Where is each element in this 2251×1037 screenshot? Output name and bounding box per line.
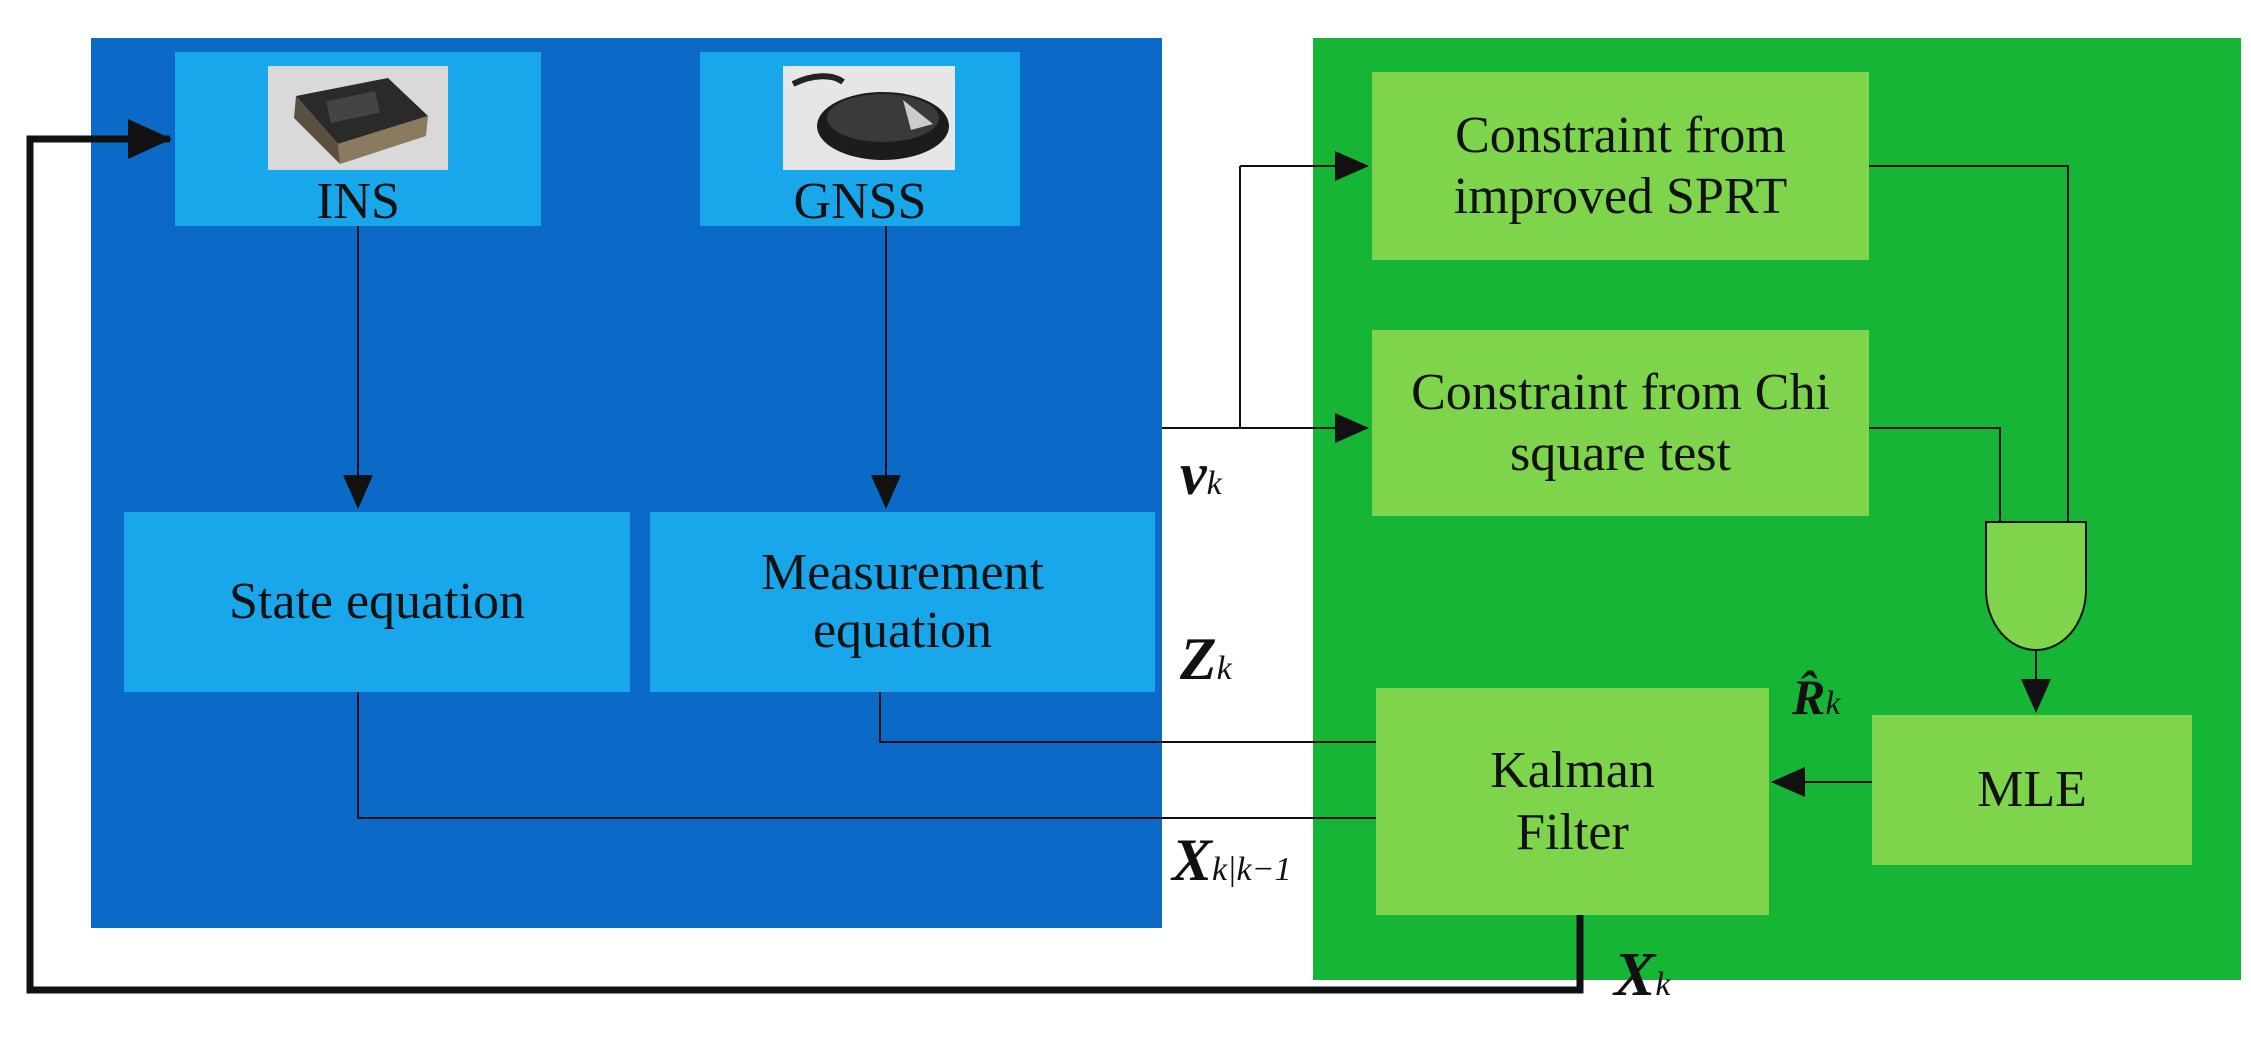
ins-label: INS bbox=[316, 173, 400, 230]
kalman-filter-block: Kalman Filter bbox=[1376, 688, 1769, 915]
sprt-constraint-block: Constraint from improved SPRT bbox=[1372, 72, 1869, 260]
innovation-symbol: vk bbox=[1180, 441, 1222, 507]
ins-device-icon bbox=[268, 66, 448, 170]
ins-block: INS bbox=[175, 52, 541, 230]
mle-label: MLE bbox=[1977, 761, 2087, 819]
kalman-filter-label: Kalman Filter bbox=[1490, 742, 1655, 861]
feedback-loop-line bbox=[26, 119, 1584, 994]
sprt-constraint-label: Constraint from improved SPRT bbox=[1453, 106, 1788, 225]
noise-covariance-symbol: R̂k bbox=[1792, 669, 1841, 725]
measurement-symbol: Zk bbox=[1180, 626, 1232, 692]
state-equation-block: State equation bbox=[124, 512, 630, 692]
predicted-state-symbol: Xk|k−1 bbox=[1172, 827, 1292, 893]
mle-block: MLE bbox=[1872, 715, 2192, 865]
state-estimate-symbol: Xk bbox=[1614, 941, 1671, 1009]
and-gate-icon bbox=[1985, 521, 2087, 651]
state-equation-label: State equation bbox=[228, 572, 526, 630]
measurement-equation-label: Measurement equation bbox=[760, 543, 1044, 659]
state-to-kalman-line bbox=[357, 692, 1376, 819]
gnss-antenna-icon bbox=[783, 66, 955, 170]
innovation-split-line bbox=[1162, 166, 1241, 429]
chi-square-constraint-label: Constraint from Chi square test bbox=[1411, 363, 1830, 482]
chi-square-constraint-block: Constraint from Chi square test bbox=[1372, 330, 1869, 516]
measurement-to-kalman-line bbox=[879, 692, 1376, 743]
sprt-to-gate-line bbox=[1869, 165, 2069, 522]
measurement-equation-block: Measurement equation bbox=[650, 512, 1155, 692]
gnss-block: GNSS bbox=[700, 52, 1020, 230]
chi-to-gate-line bbox=[1869, 427, 2001, 522]
gnss-label: GNSS bbox=[793, 173, 927, 230]
